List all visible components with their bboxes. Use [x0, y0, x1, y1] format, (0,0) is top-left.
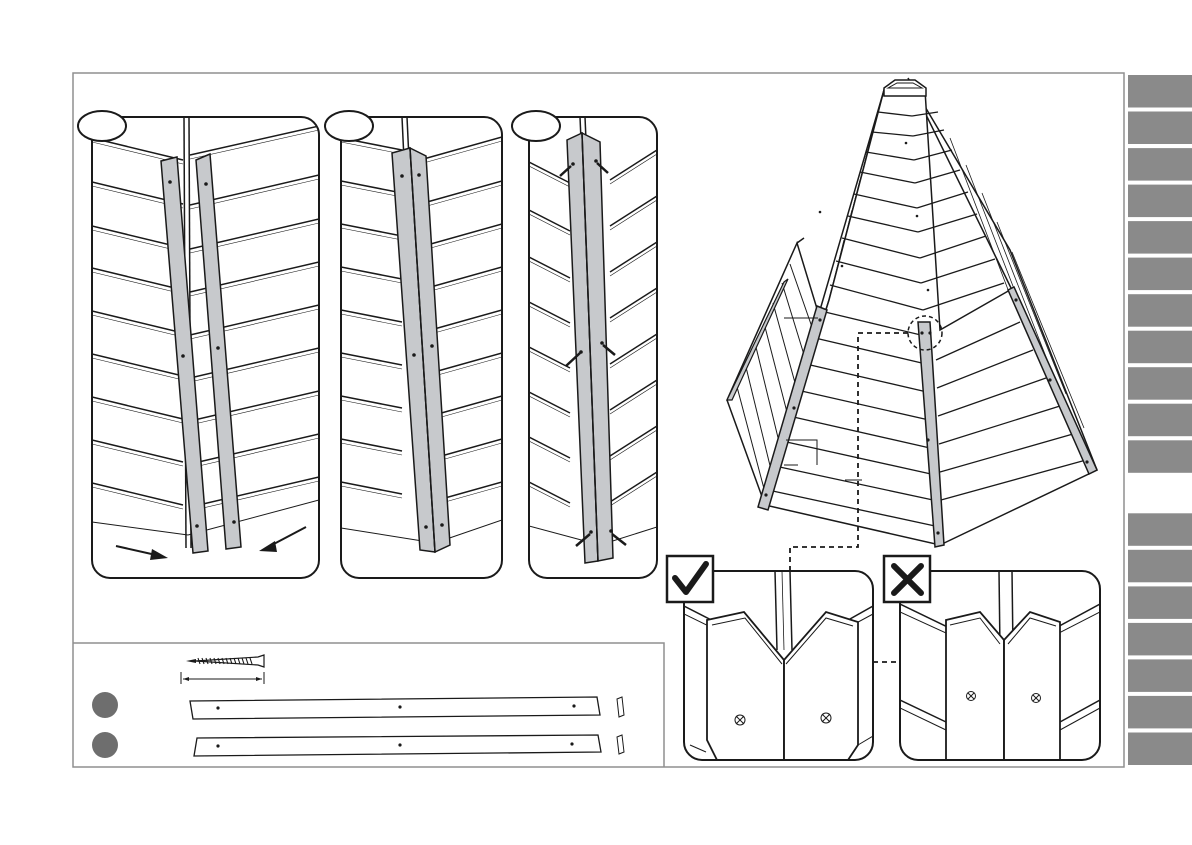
step-panel-3	[512, 111, 657, 578]
chapter-tab[interactable]	[1128, 659, 1192, 692]
step-badge-2	[325, 111, 373, 141]
chapter-tab[interactable]	[1128, 331, 1192, 364]
parts-box	[73, 643, 664, 767]
chapter-tab[interactable]	[1128, 294, 1192, 327]
wrong-detail-panel	[884, 556, 1100, 760]
trim-strip-a	[190, 697, 600, 719]
chapter-tab[interactable]	[1128, 112, 1192, 145]
chapter-tab[interactable]	[1128, 477, 1192, 510]
chapter-tab[interactable]	[1128, 185, 1192, 218]
part-badge-a	[92, 692, 118, 718]
chapter-tab[interactable]	[1128, 586, 1192, 619]
chapter-tab[interactable]	[1128, 258, 1192, 291]
chapter-tab[interactable]	[1128, 623, 1192, 656]
chapter-tab[interactable]	[1128, 404, 1192, 437]
trim-strip-b	[194, 735, 601, 756]
chapter-tab[interactable]	[1128, 221, 1192, 254]
chapter-tab[interactable]	[1128, 733, 1192, 766]
chapter-tab[interactable]	[1128, 367, 1192, 400]
screw-length-icon	[181, 655, 264, 684]
chapter-tab[interactable]	[1128, 513, 1192, 546]
chapter-tabs	[1128, 75, 1192, 765]
chapter-tab[interactable]	[1128, 696, 1192, 729]
step-badge-3	[512, 111, 560, 141]
step-panel-2	[325, 111, 502, 578]
chapter-tab[interactable]	[1128, 440, 1192, 473]
chapter-tab[interactable]	[1128, 75, 1192, 108]
step-badge-1	[78, 111, 126, 141]
part-badge-b	[92, 732, 118, 758]
chapter-tab[interactable]	[1128, 550, 1192, 583]
correct-detail-panel	[667, 556, 873, 760]
chapter-tab[interactable]	[1128, 148, 1192, 181]
step-panel-1	[78, 111, 319, 578]
